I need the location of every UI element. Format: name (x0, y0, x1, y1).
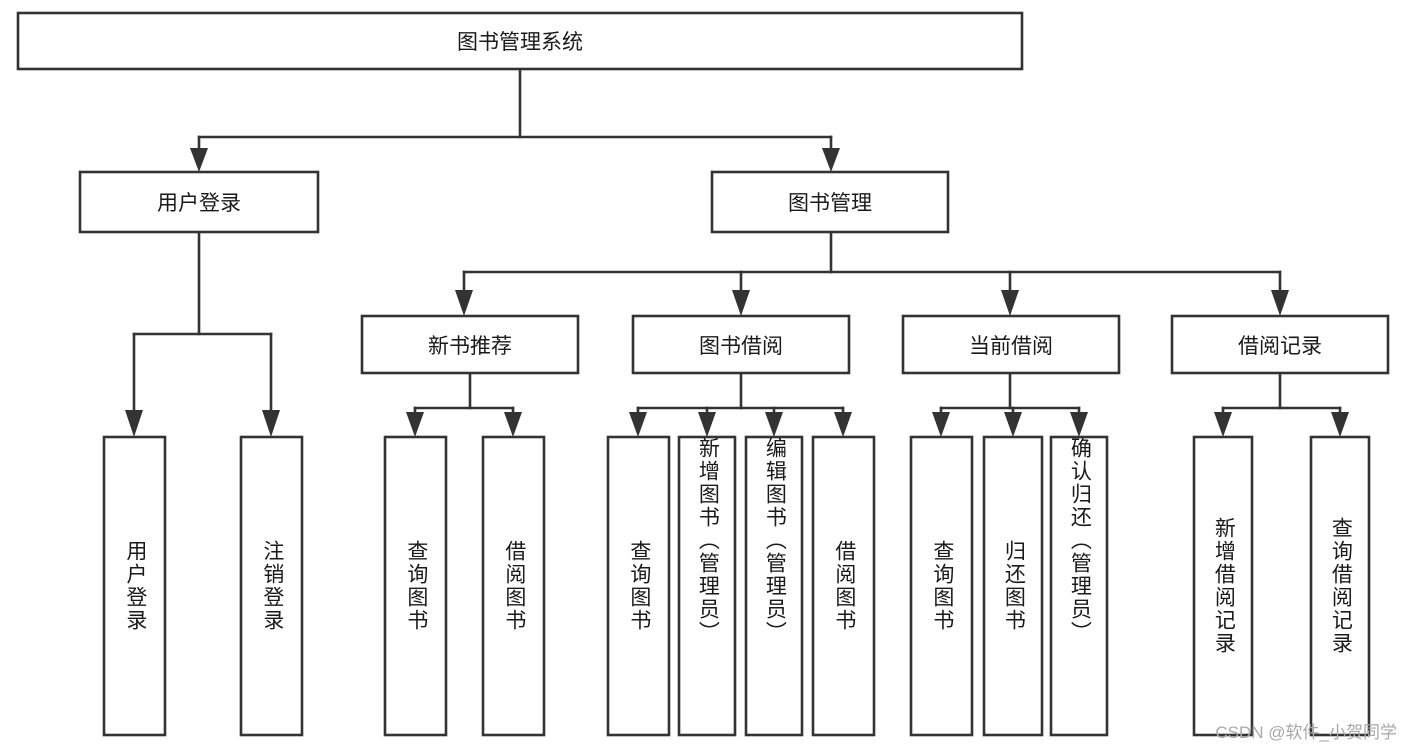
arrow-user-login-leaf-1 (125, 410, 143, 437)
node-box-leaf-return-book[interactable] (982, 435, 1044, 737)
node-box-leaf-confirm-return-admin[interactable] (1049, 435, 1109, 737)
node-box-leaf-query-book-b[interactable] (606, 435, 671, 737)
arrow-book-borrow-leaf-1 (629, 412, 647, 437)
node-box-leaf-query-book-a[interactable] (383, 435, 448, 737)
arrow-book-mgmt-records (1271, 290, 1289, 316)
node-box-leaf-user-login[interactable] (102, 435, 167, 737)
edge-group-book-mgmt (455, 230, 1289, 316)
arrow-current-borrow-leaf-2 (1004, 412, 1022, 437)
arrow-new-book-leaf-2 (504, 412, 522, 437)
arrow-borrow-records-leaf-2 (1331, 412, 1349, 437)
node-box-book-management[interactable] (710, 170, 950, 234)
arrow-root-to-user-login (190, 148, 208, 172)
arrow-new-book-leaf-1 (406, 412, 424, 437)
arrow-book-mgmt-new-book (455, 290, 473, 316)
node-box-leaf-query-borrow-record[interactable] (1309, 435, 1371, 737)
edge-group-root (190, 67, 840, 172)
arrow-current-borrow-leaf-3 (1070, 412, 1088, 437)
arrow-book-borrow-leaf-3 (765, 412, 783, 437)
node-box-leaf-borrow-book-b[interactable] (811, 435, 876, 737)
node-box-leaf-borrow-book-a[interactable] (481, 435, 546, 737)
edge-group-borrow-records (1214, 371, 1349, 437)
edge-group-book-borrow (629, 371, 852, 437)
edge-group-new-book (406, 371, 522, 437)
node-box-root[interactable] (16, 11, 1024, 71)
node-box-leaf-add-borrow-record[interactable] (1192, 435, 1254, 737)
edge-group-user-login (125, 230, 280, 437)
arrow-current-borrow-leaf-1 (932, 412, 950, 437)
arrow-book-mgmt-borrow (732, 290, 750, 316)
node-box-current-borrow[interactable] (901, 314, 1121, 375)
arrow-user-login-leaf-2 (262, 410, 280, 437)
arrow-book-mgmt-current (1001, 290, 1019, 316)
node-box-book-borrow[interactable] (631, 314, 851, 375)
node-box-leaf-query-book-c[interactable] (909, 435, 974, 737)
node-box-leaf-add-book-admin[interactable] (677, 435, 737, 737)
node-box-leaf-edit-book-admin[interactable] (744, 435, 804, 737)
arrow-book-borrow-leaf-2 (698, 412, 716, 437)
arrow-book-borrow-leaf-4 (834, 412, 852, 437)
arrow-borrow-records-leaf-1 (1214, 412, 1232, 437)
node-box-new-book-recommend[interactable] (360, 314, 580, 375)
node-box-leaf-logout[interactable] (239, 435, 304, 737)
edge-group-current-borrow (932, 371, 1088, 437)
node-box-user-login[interactable] (78, 170, 320, 234)
node-box-borrow-records[interactable] (1170, 314, 1390, 375)
arrow-root-to-book-mgmt (822, 148, 840, 172)
